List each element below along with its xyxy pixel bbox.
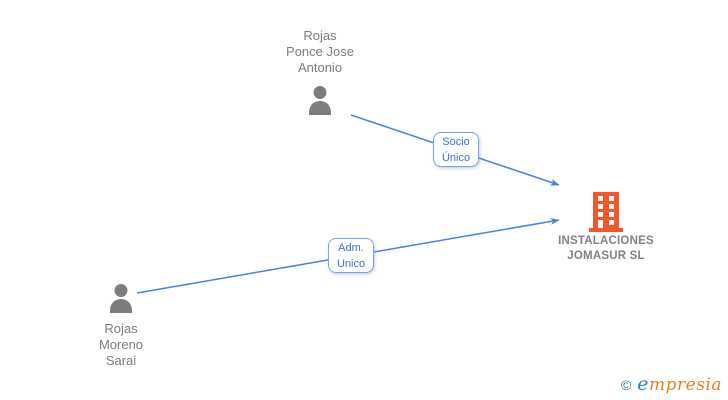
node-shareholder[interactable]: Rojas Ponce Jose Antonio — [247, 28, 393, 115]
company-name: INSTALACIONES JOMASUR SL — [558, 235, 654, 262]
edge-label-adm-unico: Adm. Unico — [328, 238, 374, 273]
brand-first-letter: e — [637, 373, 649, 395]
empresia-watermark: © empresia — [621, 373, 722, 395]
person-icon — [309, 86, 331, 115]
administrator-name: Rojas Moreno Sarai — [98, 321, 144, 368]
node-administrator[interactable]: Rojas Moreno Sarai — [48, 284, 194, 369]
person-icon — [110, 284, 132, 313]
shareholder-name: Rojas Ponce Jose Antonio — [286, 28, 354, 75]
copyright-icon: © — [620, 377, 632, 393]
node-company[interactable]: INSTALACIONES JOMASUR SL — [531, 192, 681, 264]
brand-wordmark: empresia — [637, 373, 722, 395]
brand-rest-letters: mpresia — [649, 375, 722, 395]
building-icon — [589, 192, 623, 232]
edge-label-socio-unico: Socio Único — [433, 132, 479, 167]
